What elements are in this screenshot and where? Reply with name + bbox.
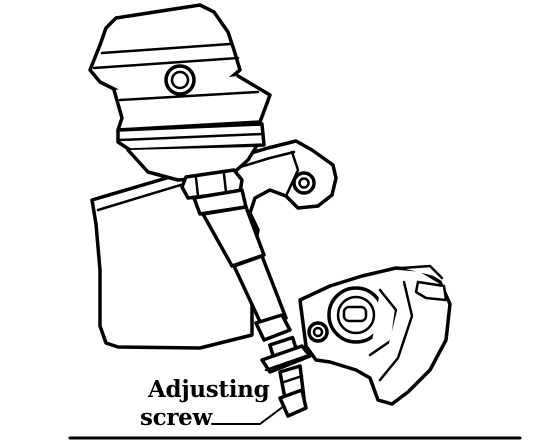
- actuator-rod: [192, 188, 292, 342]
- callout-label-line1: Adjusting: [148, 376, 270, 403]
- bracket-top-edge: [96, 150, 296, 212]
- bracket-hole: [292, 171, 316, 195]
- adjusting-screw: [260, 335, 312, 418]
- callout-label-line2: screw: [140, 404, 213, 431]
- actuator-canister: [88, 3, 272, 182]
- callout-leader-line: [211, 405, 285, 425]
- bracket-side-arm: [284, 150, 300, 198]
- wastegate-lever: [298, 264, 452, 406]
